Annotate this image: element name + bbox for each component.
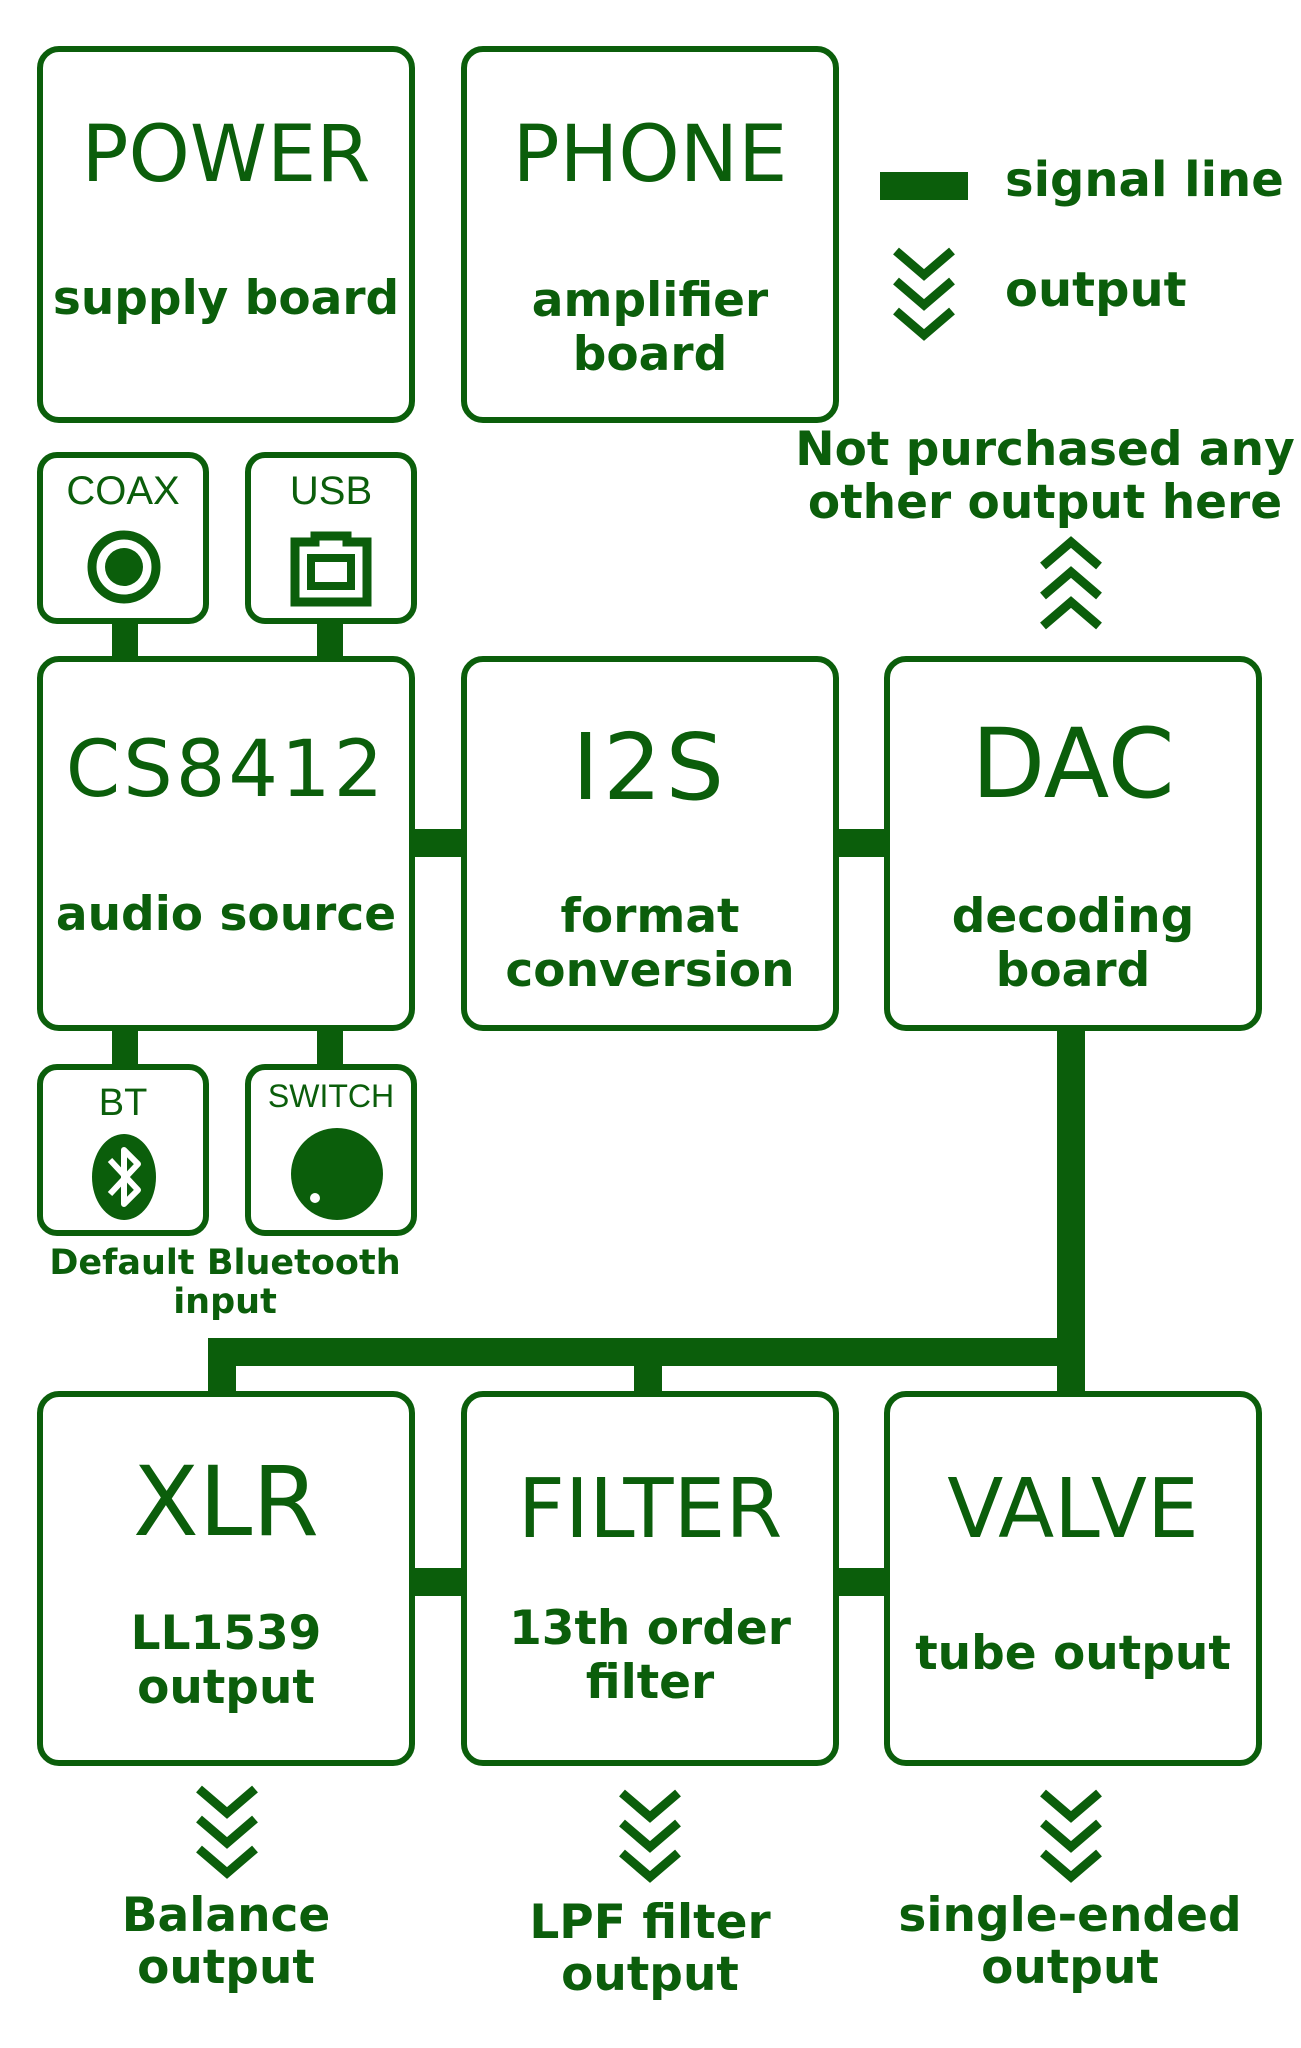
coax-jack-icon [87, 530, 161, 604]
balance-output-label: Balance output [121, 1888, 331, 1995]
phone-amplifier-board: PHONE amplifier board [461, 46, 839, 423]
signal-line-filter-valve [832, 1568, 888, 1596]
signal-line-cs8412-switch [317, 1024, 343, 1066]
cs8412-subtitle: audio source [55, 887, 397, 942]
signal-line-bus-filter [634, 1338, 662, 1394]
usb-input-box: USB [245, 452, 417, 624]
switch-label: SWITCH [267, 1078, 395, 1114]
power-title: POWER [81, 110, 371, 200]
dac-decoding-board-box: DAC decoding board [884, 656, 1262, 1031]
usb-label: USB [289, 469, 373, 513]
xlr-subtitle: LL1539 output [130, 1606, 322, 1716]
power-supply-board: POWER supply board [37, 46, 415, 423]
phone-title: PHONE [512, 110, 788, 200]
xlr-title: XLR [133, 1446, 319, 1558]
filter-output-chevron-icon [619, 1789, 681, 1883]
signal-line-dac-down [1057, 1024, 1085, 1394]
coax-input-box: COAX [37, 452, 209, 624]
bluetooth-icon [92, 1134, 156, 1220]
filter-box: FILTER 13th order filter [461, 1391, 839, 1766]
i2s-title: I2S [571, 714, 729, 821]
signal-line-cs8412-bt [112, 1024, 138, 1066]
signal-line-xlr-filter [410, 1568, 466, 1596]
phone-subtitle: amplifier board [531, 273, 769, 383]
default-bluetooth-note: Default Bluetooth input [49, 1243, 401, 1322]
bt-label: BT [98, 1082, 148, 1124]
i2s-subtitle: format conversion [505, 889, 795, 999]
upward-output-chevron-icon [1040, 536, 1102, 630]
cs8412-title: CS8412 [65, 725, 387, 815]
signal-line-bus-xlr [208, 1338, 236, 1394]
signal-line-coax-cs8412 [112, 617, 138, 659]
filter-subtitle: 13th order filter [509, 1601, 791, 1711]
legend-output-label: output [1005, 262, 1187, 318]
lpf-filter-output-label: LPF filter output [529, 1895, 771, 2002]
xlr-output-box: XLR LL1539 output [37, 1391, 415, 1766]
valve-output-chevron-icon [1040, 1789, 1102, 1883]
not-purchased-note: Not purchased any other output here [795, 422, 1295, 530]
valve-subtitle: tube output [915, 1626, 1231, 1681]
valve-title: VALVE [947, 1462, 1199, 1557]
single-ended-output-label: single-ended output [898, 1888, 1242, 1995]
i2s-format-conversion-box: I2S format conversion [461, 656, 839, 1031]
switch-input-box: SWITCH [245, 1064, 417, 1236]
knob-icon [291, 1128, 383, 1220]
bluetooth-input-box: BT [37, 1064, 209, 1236]
xlr-output-chevron-icon [196, 1785, 258, 1879]
usb-b-port-icon [290, 531, 372, 607]
dac-title: DAC [971, 708, 1175, 820]
legend-signal-label: signal line [1005, 152, 1284, 208]
legend-output-chevron-icon [893, 247, 955, 341]
signal-line-usb-cs8412 [317, 617, 343, 659]
signal-line-cs8412-i2s [410, 829, 466, 857]
valve-tube-output-box: VALVE tube output [884, 1391, 1262, 1766]
dac-subtitle: decoding board [951, 889, 1195, 999]
signal-line-i2s-dac [832, 829, 888, 857]
cs8412-audio-source-box: CS8412 audio source [37, 656, 415, 1031]
legend-signal-line-swatch [880, 172, 968, 200]
coax-label: COAX [66, 469, 180, 513]
filter-title: FILTER [517, 1462, 783, 1557]
power-subtitle: supply board [52, 271, 400, 326]
